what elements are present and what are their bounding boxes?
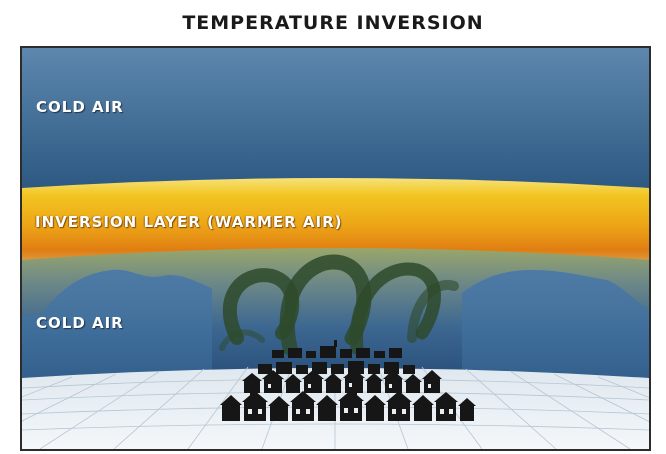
inversion-layer-label: INVERSION LAYER (WARMER AIR) [35, 213, 343, 231]
hills-left [22, 269, 212, 378]
smog-swirls [219, 254, 459, 356]
upper-cold-air-label: COLD AIR [36, 98, 124, 116]
inversion-illustration [22, 48, 649, 449]
lower-cold-air-label: COLD AIR [36, 314, 124, 332]
ground-grid [22, 365, 649, 449]
diagram-frame: COLD AIR INVERSION LAYER (WARMER AIR) CO… [20, 46, 651, 451]
inversion-layer-band [22, 178, 649, 263]
hills-right [462, 270, 649, 378]
house-windows [248, 383, 453, 414]
diagram-title: TEMPERATURE INVERSION [182, 12, 484, 34]
houses-cluster [220, 340, 476, 421]
